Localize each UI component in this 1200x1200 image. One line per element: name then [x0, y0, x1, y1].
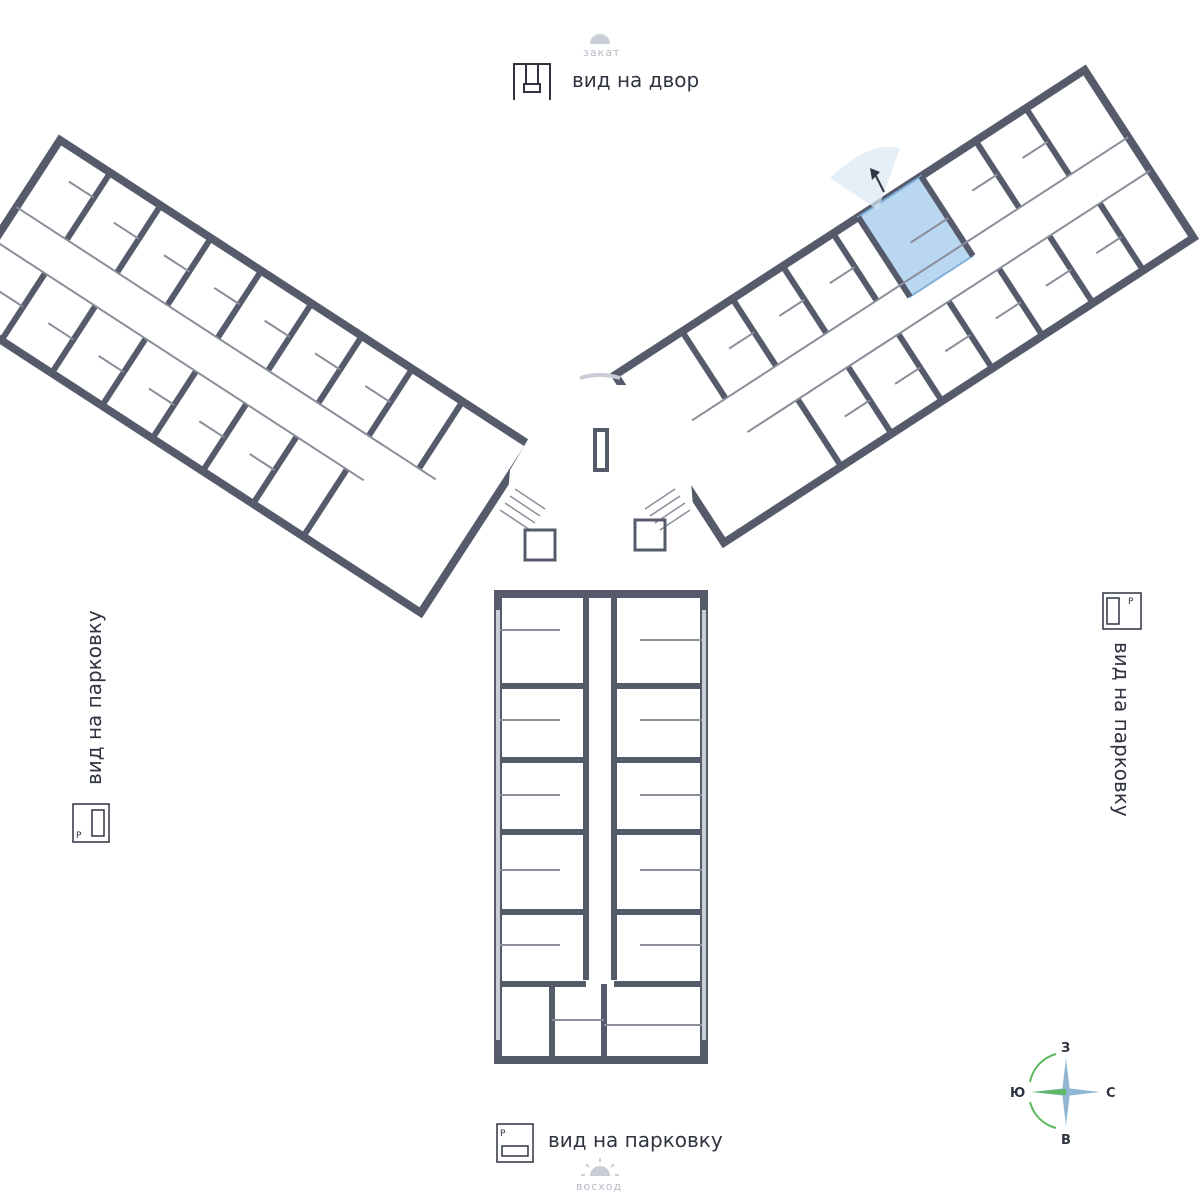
compass-north: З	[1061, 1041, 1070, 1056]
compass-west: Ю	[1010, 1086, 1025, 1101]
sunrise-icon	[581, 1158, 619, 1176]
compass-south: В	[1061, 1133, 1071, 1148]
svg-text:P: P	[500, 1129, 506, 1139]
parking-icon: P	[72, 803, 110, 843]
bottom-wing	[494, 590, 708, 1064]
right-wing	[609, 64, 1200, 549]
svg-text:P: P	[1128, 597, 1134, 607]
left-wing	[0, 134, 536, 619]
compass: З В Ю С	[1010, 1041, 1116, 1148]
central-core	[499, 373, 700, 590]
view-label-top: вид на двор	[572, 68, 700, 92]
sunset-label: закат	[583, 46, 621, 59]
view-label-right: вид на парковку	[1110, 642, 1134, 817]
view-label-bottom: вид на парковку	[548, 1128, 723, 1152]
view-label-left: вид на парковку	[82, 610, 106, 785]
svg-text:P: P	[76, 831, 82, 841]
view-direction-indicator	[830, 146, 900, 210]
compass-east: С	[1106, 1086, 1116, 1101]
sunrise-label: восход	[576, 1180, 623, 1193]
parking-icon: P	[496, 1123, 534, 1163]
parking-icon: P	[1102, 592, 1142, 630]
swing-icon	[513, 63, 551, 100]
arrow-up-icon	[870, 168, 880, 180]
sunset-icon	[590, 34, 610, 44]
